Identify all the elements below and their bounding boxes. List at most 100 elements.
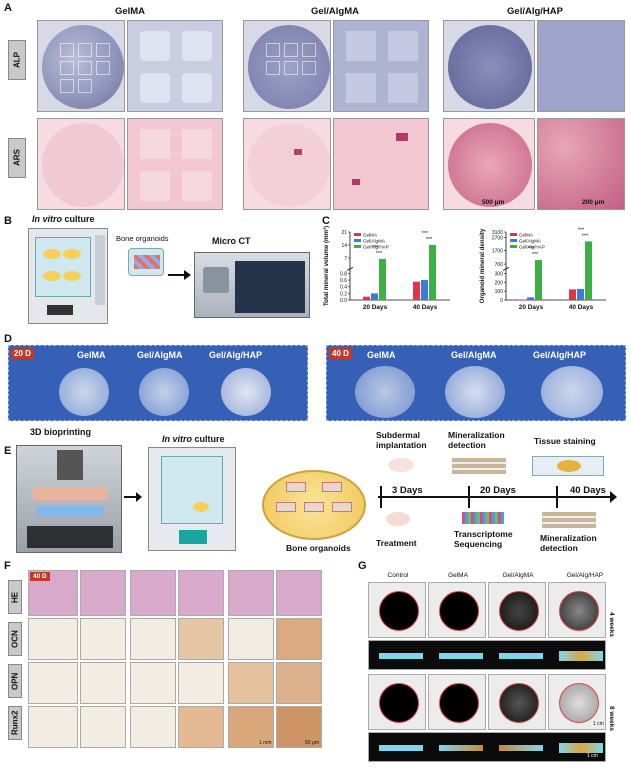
c2-sig: ***: [582, 233, 589, 239]
d-label-gelalghap-20: Gel/Alg/HAP: [209, 350, 263, 360]
g-8w-section-band: 1 cm: [368, 732, 606, 762]
f-he-gelalghap-2: [276, 570, 322, 616]
ars-gelalghap-zoom: 200 μm: [537, 118, 625, 210]
c1-ytick-label: 0.6: [340, 278, 347, 284]
alp-gelma-zoom: [127, 20, 223, 112]
d-label-gelma-40: GelMA: [367, 350, 396, 360]
c2-bar-0-1: [527, 297, 534, 300]
f-runx2-gelma-2: [80, 706, 126, 748]
scale-200um: 200 μm: [582, 199, 605, 206]
col-header-gelalgma: Gel/AlgMA: [310, 6, 360, 17]
e-organoids-label: Bone organoids: [286, 543, 351, 553]
e-culture-italic: In vitro: [162, 434, 193, 444]
c2-ytick-label: 300: [495, 271, 504, 277]
g-col-gelalgma: Gel/AlgMA: [502, 572, 534, 579]
c1-ytick-label: 21: [341, 230, 347, 236]
alp-gelalgma-zoom: [333, 20, 429, 112]
c1-ytick-label: 0.2: [340, 291, 347, 297]
c1-ylabel: Total mineral volume (mm³): [323, 226, 330, 306]
b-title-rest: culture: [62, 214, 95, 224]
mouse-icon: [388, 458, 414, 472]
incubator-icon: [28, 228, 108, 324]
panel-letter-b: B: [4, 215, 12, 227]
f-he-gelma-2: [80, 570, 126, 616]
c2-legend-label: Gel/AlgMA: [519, 239, 542, 244]
timeline-20days: 20 Days: [480, 485, 516, 496]
c2-legend-label: GelMA: [519, 233, 534, 238]
c2-bar-1-1: [577, 288, 584, 300]
treated-mouse-icon: [386, 512, 410, 526]
d-label-gelalghap-40: Gel/Alg/HAP: [533, 350, 587, 360]
f-tag-40d: 40 D: [30, 572, 50, 581]
c2-bar-1-2: [585, 241, 592, 300]
d-tag-20d: 20 D: [11, 348, 34, 359]
c2-break-mark: [502, 267, 510, 271]
f-he-gelalgma-2: [178, 570, 224, 616]
c2-xtick-label: 40 Days: [569, 304, 594, 311]
e-transcriptome-label: Transcriptome Sequencing: [454, 529, 513, 549]
c1-legend-label: GelMA: [363, 233, 378, 238]
c2-ytick-label: 200: [495, 280, 504, 286]
c1-break-mark: [346, 267, 354, 271]
panel-letter-c: C: [322, 215, 330, 227]
g-4w-gelma-ct: [428, 582, 486, 638]
g-col-control: Control: [387, 572, 409, 579]
alp-gelalghap-overview: [443, 20, 535, 112]
f-ocn-gelma-2: [80, 618, 126, 660]
c2-legend-label: Gel/Alg/HAP: [519, 245, 545, 250]
d-label-gelalgma-20: Gel/AlgMA: [137, 350, 183, 360]
g-row-4weeks: 4 weeks: [608, 612, 615, 637]
f-ocn-gelalgma-1: [130, 618, 176, 660]
panel-letter-d: D: [4, 333, 12, 345]
d-label-gelma-20: GelMA: [77, 350, 106, 360]
ars-gelma-zoom: [127, 118, 223, 210]
f-row-he: HE: [8, 580, 22, 614]
c1-ytick-label: 0.8: [340, 271, 347, 277]
c2-ytick-label: 3100: [492, 230, 503, 236]
c1-xtick-label: 20 Days: [363, 304, 388, 311]
ars-gelalgma-overview: [243, 118, 331, 210]
c1-bar-1-1: [421, 280, 428, 300]
f-ocn-gelalghap-2: [276, 618, 322, 660]
g-col-gelma: GelMA: [448, 572, 468, 579]
f-row-runx2: Runx2: [8, 706, 22, 740]
e-arrow-right-icon: [136, 492, 142, 502]
f-he-gelalgma-1: [130, 570, 176, 616]
b-organoids-label: Bone organoids: [116, 234, 169, 243]
f-runx2-gelalgma-1: [130, 706, 176, 748]
c2-sig: ***: [528, 246, 535, 252]
f-he-gelma-1: 40 D: [28, 570, 78, 616]
b-arrow: [168, 274, 186, 276]
d-tag-40d: 40 D: [329, 348, 352, 359]
c2-ytick-label: 1700: [492, 249, 503, 255]
f-ocn-gelalgma-2: [178, 618, 224, 660]
c1-legend-swatch: [354, 239, 361, 242]
panel-letter-a: A: [4, 2, 12, 14]
c2-bar-0-2: [535, 260, 542, 300]
c1-bar-0-2: [379, 258, 386, 300]
d-strip-40d: 40 D GelMA Gel/AlgMA Gel/Alg/HAP: [326, 345, 626, 421]
f-runx2-gelalghap-1: 1 mm: [228, 706, 274, 748]
c2-sig: ***: [532, 252, 539, 258]
f-he-gelalghap-1: [228, 570, 274, 616]
g-4w-gelalghap-ct: [548, 582, 606, 638]
row-label-ars: ARS: [8, 138, 26, 178]
c1-legend-swatch: [354, 245, 361, 248]
c2-legend-swatch: [510, 233, 517, 236]
scale-500um: 500 μm: [482, 199, 505, 206]
g-scale-1cm-b: 1 cm: [587, 753, 598, 759]
c1-bar-0-1: [371, 293, 378, 300]
row-label-alp: ALP: [8, 40, 26, 80]
c1-sig: ***: [376, 251, 383, 257]
timeline-arrow-icon: [610, 491, 617, 503]
organoid-container-icon: [128, 248, 164, 276]
c1-xtick-label: 40 Days: [413, 304, 438, 311]
b-title: In vitro culture: [32, 214, 95, 224]
f-scale-1mm: 1 mm: [259, 740, 272, 746]
c1-legend-label: Gel/Alg/HAP: [363, 245, 389, 250]
ars-gelalgma-zoom: [333, 118, 429, 210]
f-runx2-gelalghap-2: 50 μm: [276, 706, 322, 748]
c1-ytick-label: 0.4: [340, 285, 347, 291]
c2-ytick-label: 2700: [492, 235, 503, 241]
